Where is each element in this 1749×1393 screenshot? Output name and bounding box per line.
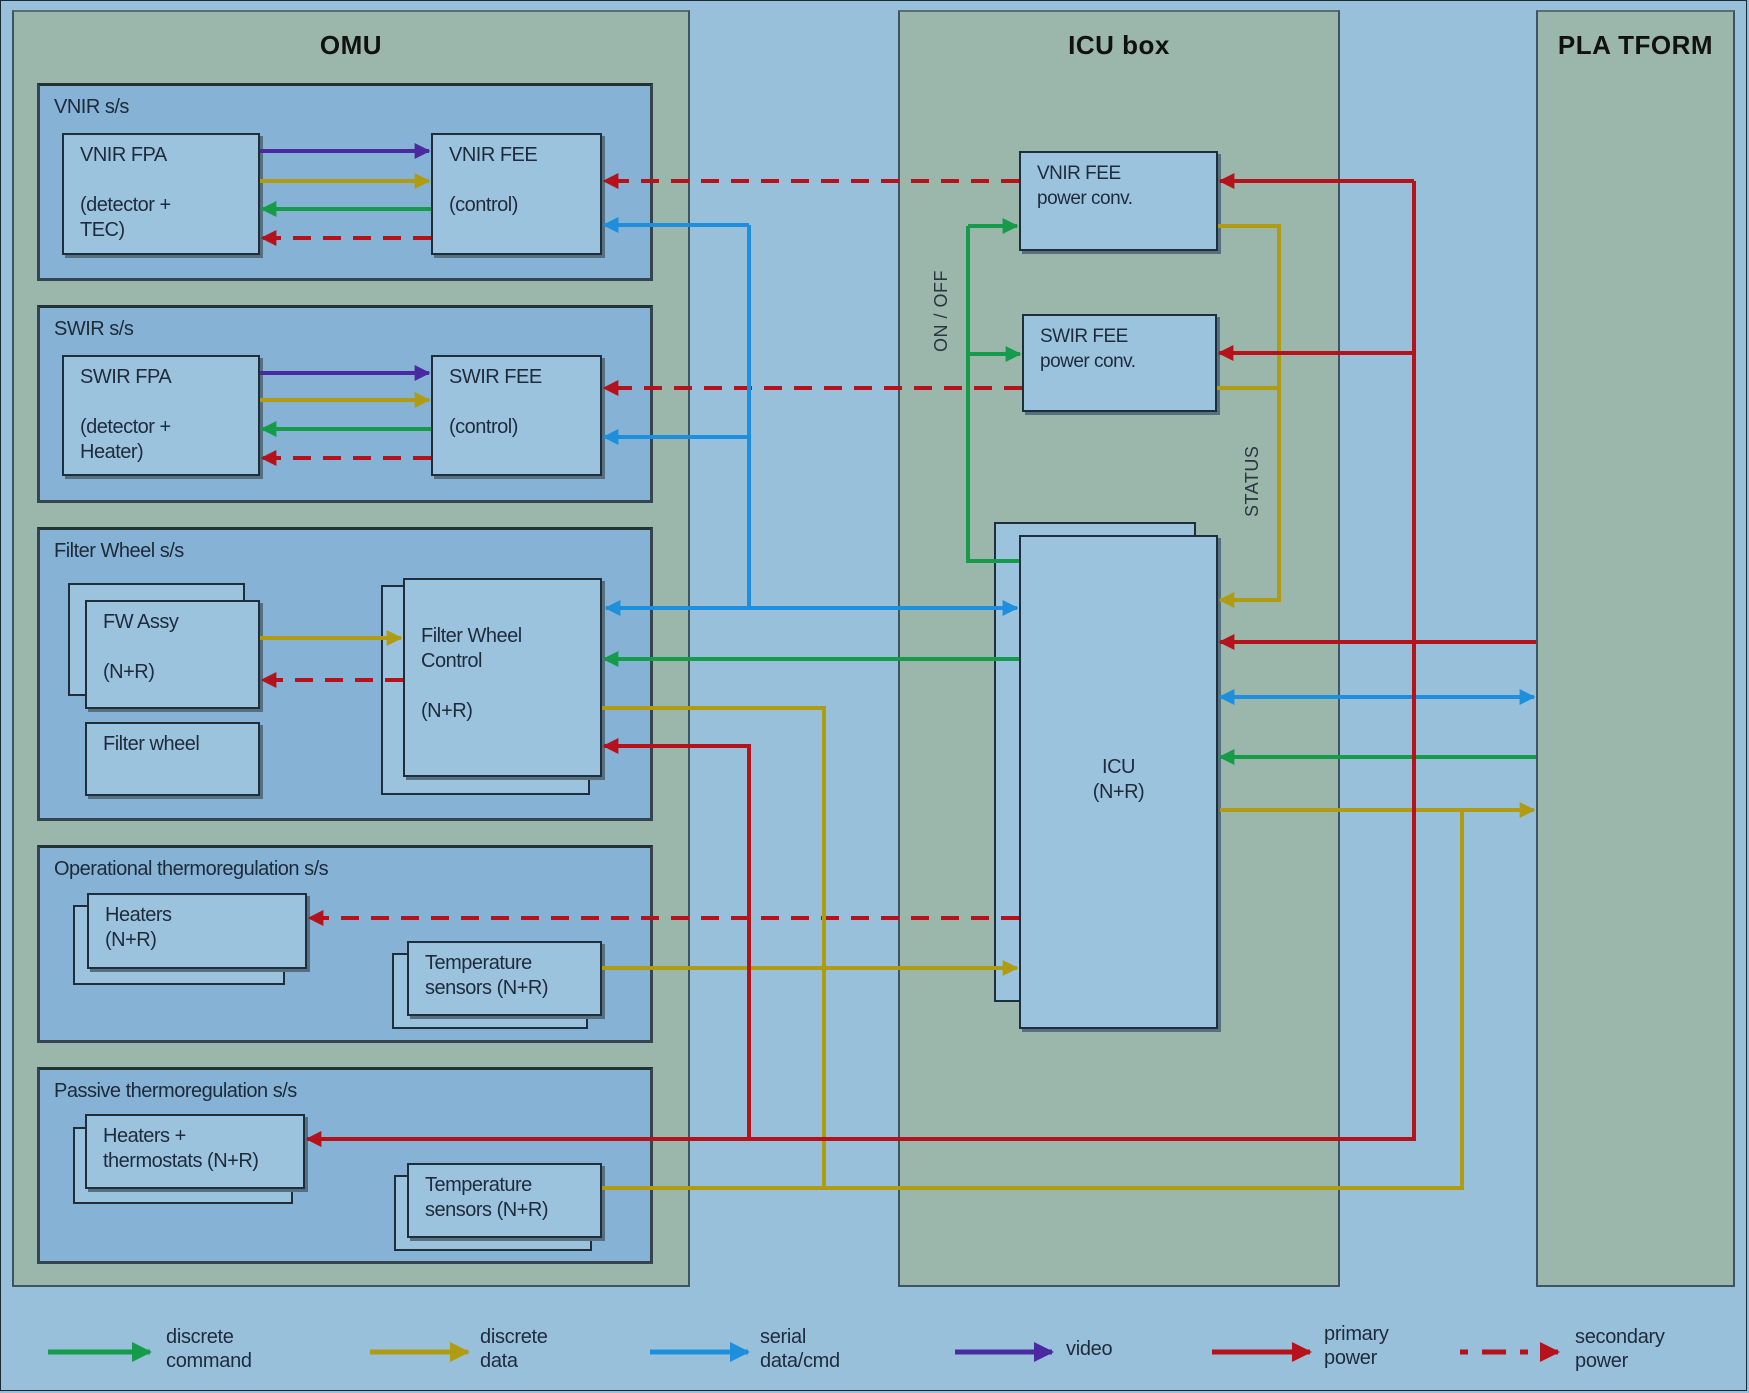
fw-control-label: Filter Wheel Control (N+R) — [421, 625, 522, 722]
op-heaters-block: Heaters (N+R) — [87, 893, 307, 969]
filter-wheel-subsystem-title: Filter Wheel s/s — [54, 540, 184, 562]
legend-label-secondary-power: secondary power — [1575, 1326, 1665, 1372]
legend-label-serial: serial data/cmd — [760, 1326, 840, 1372]
swir-subsystem-title: SWIR s/s — [54, 318, 134, 340]
status-annotation: STATUS — [1242, 445, 1262, 517]
filter-wheel-label: Filter wheel — [103, 733, 200, 755]
fw-assy-block: FW Assy (N+R) — [85, 600, 260, 709]
vnir-subsystem-title: VNIR s/s — [54, 96, 129, 118]
filter-wheel-block: Filter wheel — [85, 722, 260, 796]
passive-thermo-title: Passive thermoregulation s/s — [54, 1080, 297, 1102]
vnir-fee-power-converter-label: VNIR FEE power conv. — [1037, 163, 1133, 209]
pas-temp-sensors-block: Temperature sensors (N+R) — [407, 1163, 602, 1238]
icu-block: ICU (N+R) — [1019, 535, 1218, 1029]
vnir-fee-block: VNIR FEE (control) — [431, 133, 602, 255]
on-off-annotation: ON / OFF — [931, 270, 951, 352]
vnir-fpa-block: VNIR FPA (detector + TEC) — [62, 133, 260, 255]
swir-fee-power-converter-block: SWIR FEE power conv. — [1022, 314, 1217, 412]
fw-assy-label: FW Assy (N+R) — [103, 611, 179, 683]
pas-heaters-label: Heaters + thermostats (N+R) — [103, 1125, 259, 1172]
vnir-fpa-label: VNIR FPA (detector + TEC) — [80, 144, 171, 241]
omu-title: OMU — [319, 30, 383, 60]
legend-label-discrete-command: discrete command — [166, 1326, 252, 1372]
icu-box-title: ICU box — [1068, 30, 1170, 60]
swir-fee-block: SWIR FEE (control) — [431, 355, 602, 476]
platform-title: PLA TFORM — [1557, 30, 1714, 60]
swir-fpa-block: SWIR FPA (detector + Heater) — [62, 355, 260, 476]
op-heaters-label: Heaters (N+R) — [105, 904, 172, 951]
fw-control-block: Filter Wheel Control (N+R) — [403, 578, 602, 777]
vnir-fee-power-converter-block: VNIR FEE power conv. — [1019, 151, 1218, 251]
legend-label-discrete-data: discrete data — [480, 1326, 548, 1372]
legend-label-video: video — [1066, 1338, 1113, 1360]
swir-fpa-label: SWIR FPA (detector + Heater) — [80, 366, 172, 463]
op-temp-sensors-block: Temperature sensors (N+R) — [407, 941, 602, 1016]
pas-heaters-block: Heaters + thermostats (N+R) — [85, 1114, 305, 1189]
platform-unit: PLA TFORM — [1536, 10, 1735, 1287]
legend-label-primary-power: primary power — [1324, 1323, 1389, 1369]
vnir-fee-label: VNIR FEE (control) — [449, 144, 538, 216]
op-temp-sensors-label: Temperature sensors (N+R) — [425, 952, 548, 999]
swir-fee-label: SWIR FEE (control) — [449, 366, 542, 438]
icu-label: ICU (N+R) — [1092, 756, 1145, 803]
pas-temp-sensors-label: Temperature sensors (N+R) — [425, 1174, 548, 1221]
operational-thermo-title: Operational thermoregulation s/s — [54, 858, 329, 880]
swir-fee-power-converter-label: SWIR FEE power conv. — [1040, 326, 1136, 372]
